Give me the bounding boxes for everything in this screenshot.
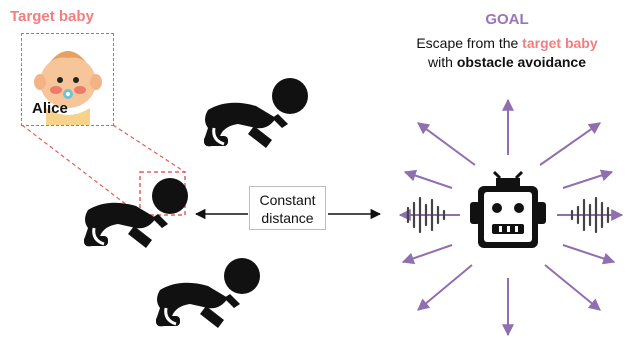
baby-name: Alice [32, 100, 68, 117]
crawling-baby-3 [154, 256, 262, 330]
escape-arrows [398, 98, 624, 337]
target-baby-label: Target baby [10, 8, 94, 25]
sound-wave-left-icon [406, 196, 446, 234]
sound-wave-right-icon [570, 196, 610, 234]
baby-face-icon [34, 51, 102, 125]
goal-line-1-prefix: Escape from the [416, 35, 523, 51]
constant-distance-box: Constant distance [249, 186, 326, 230]
callout-lines [21, 124, 186, 216]
goal-title: GOAL [485, 11, 529, 28]
crawling-baby-target [82, 176, 190, 250]
constant-distance-line-1: Constant [259, 192, 316, 208]
robot-icon [470, 170, 546, 248]
target-baby-avatar-box: Alice [21, 33, 114, 126]
crawling-baby-1 [202, 76, 310, 150]
constant-distance-line-2: distance [261, 210, 314, 226]
goal-obstacle-highlight: obstacle avoidance [456, 54, 586, 70]
goal-line-2-prefix: with [428, 54, 457, 70]
goal-target-highlight: target baby [522, 35, 598, 51]
goal-line-2: with obstacle avoidance [376, 54, 629, 70]
goal-line-1: Escape from the target baby [376, 35, 629, 51]
